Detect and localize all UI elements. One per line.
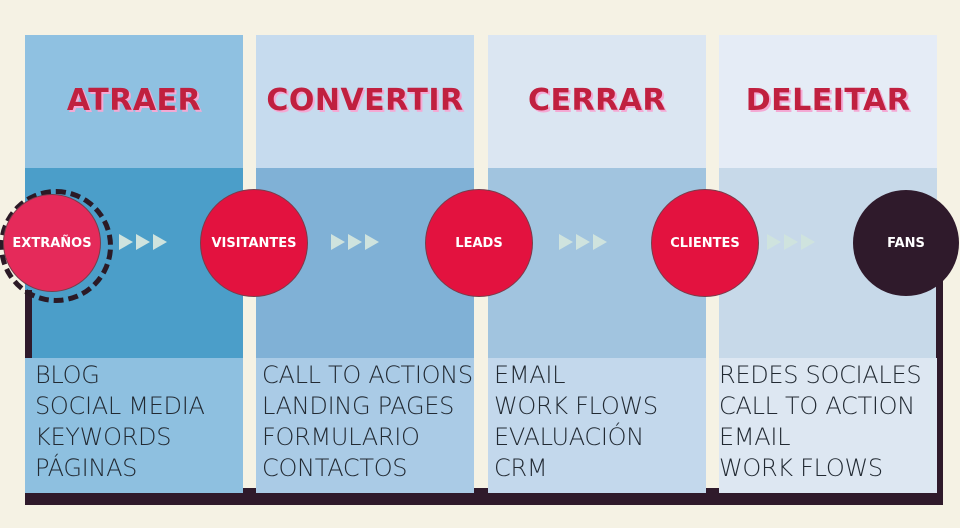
stage-tools-deleitar: REDES SOCIALES CALL TO ACTION EMAIL WORK…: [719, 358, 937, 493]
stage-tools-convertir: CALL TO ACTIONS LANDING PAGES FORMULARIO…: [256, 358, 474, 493]
arrow-icon: [331, 234, 345, 250]
stage-title: ATRAER: [66, 83, 202, 118]
stage-header-deleitar: DELEITAR: [719, 35, 937, 168]
arrow-icon: [593, 234, 607, 250]
node-extranos: EXTRAÑOS: [4, 195, 100, 291]
arrow-group: [767, 234, 815, 250]
stage-header-cerrar: CERRAR: [488, 35, 706, 168]
list-item: PÁGINAS: [35, 454, 138, 482]
list-item: CONTACTOS: [262, 454, 408, 482]
arrow-icon: [801, 234, 815, 250]
node-label: EXTRAÑOS: [12, 235, 92, 251]
list-item: WORK FLOWS: [719, 454, 883, 482]
arrow-icon: [784, 234, 798, 250]
node-clientes: CLIENTES: [652, 190, 758, 296]
list-item: BLOG: [35, 361, 100, 389]
stage-header-convertir: CONVERTIR: [256, 35, 474, 168]
arrow-group: [119, 234, 167, 250]
arrow-icon: [365, 234, 379, 250]
stage-title: CERRAR: [527, 83, 667, 118]
stage-tools-atraer: BLOG SOCIAL MEDIA KEYWORDS PÁGINAS: [25, 358, 243, 493]
node-label: VISITANTES: [211, 235, 297, 251]
arrow-icon: [136, 234, 150, 250]
stage-tools-cerrar: EMAIL WORK FLOWS EVALUACIÓN CRM: [488, 358, 706, 493]
stage-title: DELEITAR: [745, 83, 911, 118]
list-item: FORMULARIO: [262, 423, 420, 451]
stage-header-atraer: ATRAER: [25, 35, 243, 168]
arrow-group: [331, 234, 379, 250]
arrow-group: [559, 234, 607, 250]
node-leads: LEADS: [426, 190, 532, 296]
arrow-icon: [767, 234, 781, 250]
arrow-icon: [559, 234, 573, 250]
list-item: KEYWORDS: [35, 423, 172, 451]
dashed-ring: [0, 189, 113, 303]
list-item: SOCIAL MEDIA: [35, 392, 205, 420]
list-item: LANDING PAGES: [262, 392, 455, 420]
node-visitantes: VISITANTES: [201, 190, 307, 296]
list-item: EVALUACIÓN: [494, 423, 644, 451]
arrow-icon: [348, 234, 362, 250]
frame-right-bar: [936, 280, 943, 505]
node-label: CLIENTES: [670, 235, 740, 251]
node-label: LEADS: [455, 235, 503, 251]
arrow-icon: [119, 234, 133, 250]
list-item: CRM: [494, 454, 548, 482]
node-fans: FANS: [853, 190, 959, 296]
list-item: EMAIL: [494, 361, 566, 389]
arrow-icon: [576, 234, 590, 250]
list-item: REDES SOCIALES: [719, 361, 922, 389]
frame-bottom-bar: [25, 488, 943, 505]
list-item: CALL TO ACTION: [719, 392, 915, 420]
list-item: CALL TO ACTIONS: [262, 361, 473, 389]
stage-title: CONVERTIR: [266, 83, 464, 118]
node-label: FANS: [887, 235, 925, 251]
list-item: WORK FLOWS: [494, 392, 658, 420]
list-item: EMAIL: [719, 423, 791, 451]
arrow-icon: [153, 234, 167, 250]
